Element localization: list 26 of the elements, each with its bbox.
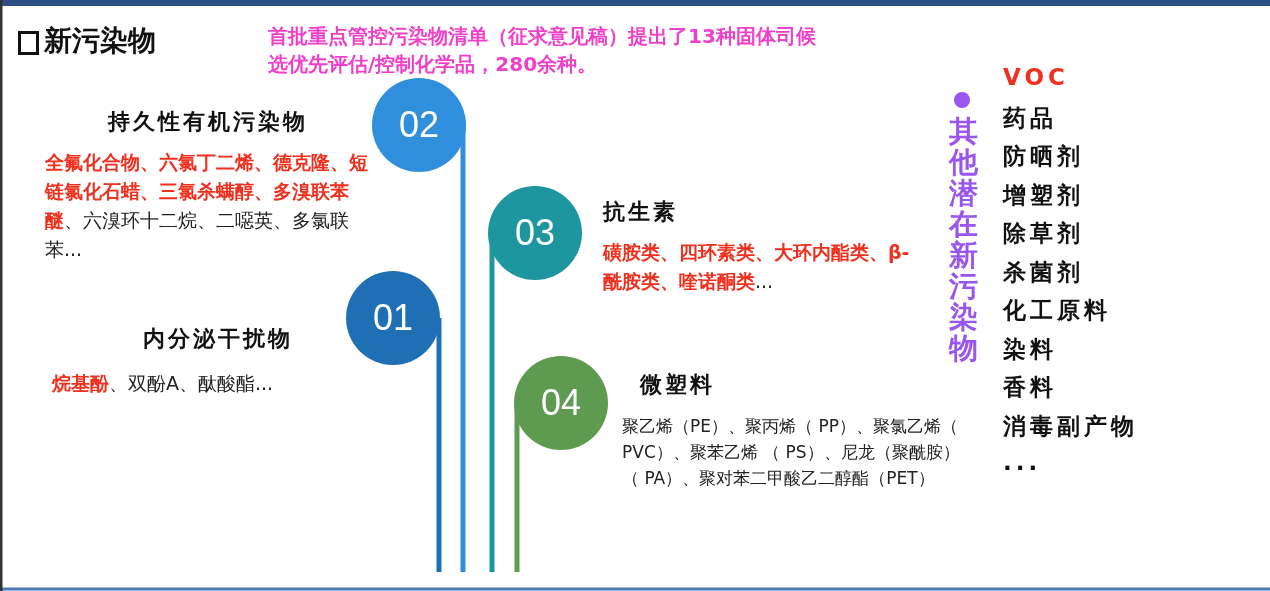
number-circle: 02 — [372, 78, 466, 172]
category-heading: 持久性有机污染物 — [108, 108, 308, 136]
list-item: 药品 — [1003, 103, 1057, 133]
category-heading: 抗生素 — [603, 198, 678, 226]
category-description: 聚乙烯（PE）、聚丙烯（ PP）、聚氯乙烯（ PVC）、聚苯乙烯 （ PS）、尼龙（聚酰胺）（ PA）、聚对苯二甲酸乙二醇酯（PET） — [622, 415, 961, 490]
note-text: 首批重点管控污染物清单（征求意见稿）提出了13种固体司候选优先评估/控制化学品，280余种。 — [268, 23, 817, 78]
category-description: 全氟化合物、六氯丁二烯、德克隆、短链氯化石蜡、三氯杀螨醇、多溴联苯醚、六溴环十二烷、二噁英、多氯联苯... — [45, 150, 369, 262]
number-circle: 03 — [488, 186, 582, 280]
list-item: 杀菌剂 — [1003, 257, 1084, 287]
category-heading: 微塑料 — [640, 371, 715, 399]
category-heading: 内分泌干扰物 — [143, 325, 293, 353]
list-item: 除草剂 — [1003, 219, 1084, 248]
list-item: 染料 — [1003, 334, 1057, 364]
category-description: 烷基酚、双酚A、酞酸酯... — [52, 371, 275, 396]
list-item: 增塑剂 — [1003, 180, 1084, 210]
list-item: 香料 — [1003, 373, 1057, 402]
list-item: VOC — [1003, 64, 1069, 90]
list-item: 化工原料 — [1003, 296, 1111, 325]
list-item: ... — [1003, 449, 1042, 475]
number-circle: 01 — [346, 271, 440, 365]
list-item: 防晒剂 — [1003, 142, 1084, 171]
title: 新污染物 — [44, 23, 156, 59]
vertical-heading: 其他潜在新污染物 — [947, 116, 979, 364]
category-description: 磺胺类、四环素类、大环内酯类、β-酰胺类、喹诺酮类... — [603, 240, 911, 294]
list-item: 消毒副产物 — [1003, 411, 1138, 441]
number-circle: 04 — [514, 356, 608, 450]
